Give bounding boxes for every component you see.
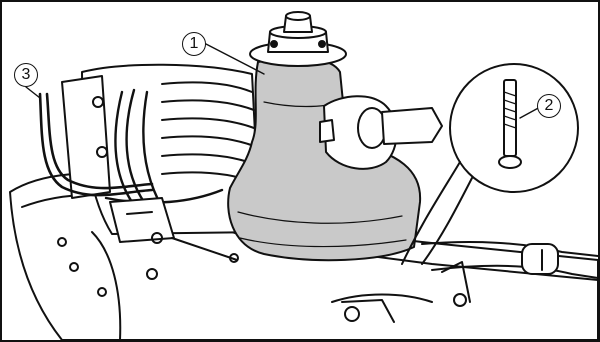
oil-filler-tank	[228, 58, 420, 260]
callout-1: 1	[182, 32, 206, 56]
filler-cap	[250, 12, 346, 66]
callout-3: 3	[14, 63, 38, 87]
callout-2: 2	[537, 94, 561, 118]
side-connector	[320, 96, 442, 169]
